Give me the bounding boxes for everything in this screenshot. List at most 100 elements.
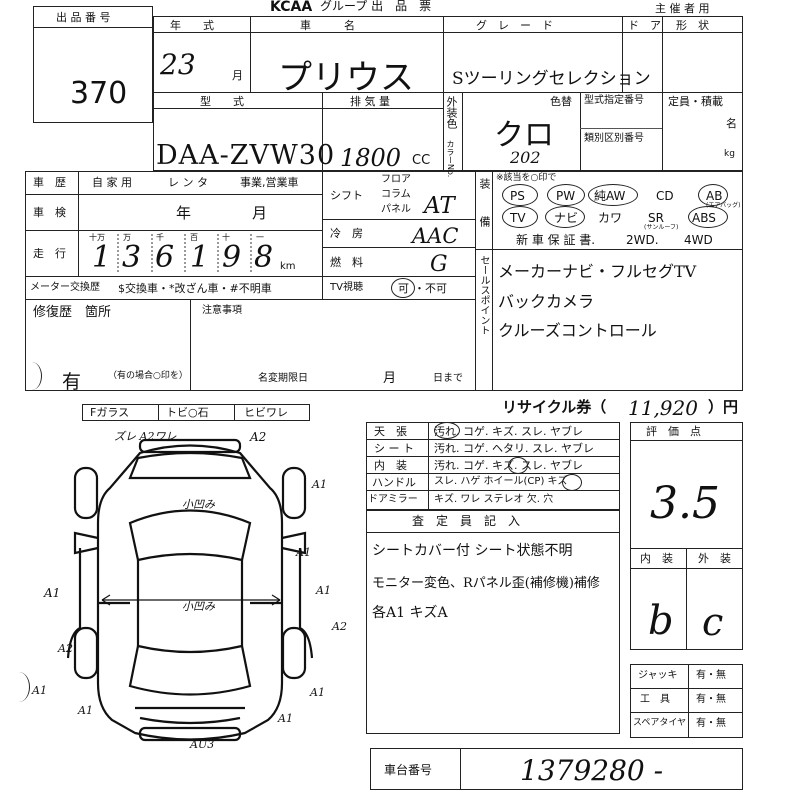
vehicle-info-grid bbox=[153, 16, 743, 171]
door-label: ド ア bbox=[628, 19, 661, 32]
score-label: 評 価 点 bbox=[646, 425, 701, 438]
car-body-outline bbox=[96, 444, 284, 741]
mileage-digit-2: 6 bbox=[155, 240, 175, 275]
shape-label: 形 状 bbox=[676, 19, 709, 32]
cond-label-3: ハンドル bbox=[372, 476, 416, 489]
rear-window bbox=[128, 644, 252, 696]
right-mirror bbox=[281, 531, 307, 555]
inspector-line-3: 各A1 キズA bbox=[372, 605, 448, 621]
tv-no: ・不可 bbox=[414, 282, 447, 295]
repair-label: 修復歴 箇所 bbox=[33, 305, 112, 320]
inspection-month: 月 bbox=[252, 204, 268, 222]
shift-column: コラム bbox=[381, 189, 411, 200]
tool-value-0: 有・無 bbox=[696, 670, 726, 681]
tool-label-0: ジャッキ bbox=[638, 670, 678, 681]
equipment-note: ※該当を○印で bbox=[496, 173, 557, 183]
year-value: 23 bbox=[160, 48, 196, 81]
mileage-unit-4: 十 bbox=[222, 233, 230, 242]
equip-4wd: 4WD bbox=[684, 233, 713, 247]
repair-value: 有 bbox=[62, 371, 82, 393]
fuel-value: G bbox=[430, 252, 448, 277]
inspector-line-1: シートカバー付 シート状態不明 bbox=[372, 543, 573, 559]
interior-label: 内 装 bbox=[640, 552, 673, 565]
tv-yes-circle bbox=[391, 278, 415, 298]
mileage-unit-2: 千 bbox=[156, 233, 164, 242]
model-value: DAA-ZVW30 bbox=[156, 140, 336, 171]
grade-value: Sツーリングセレクション bbox=[452, 69, 651, 89]
cond-label-1: シ ー ト bbox=[374, 442, 414, 455]
meter-swap-label: メーター交換歴 bbox=[30, 282, 100, 293]
displacement-value: 1800 bbox=[340, 144, 402, 172]
rear-bumper bbox=[138, 726, 242, 742]
cond-options-4: キズ. ワレ ステレオ 欠. 穴 bbox=[434, 494, 554, 505]
grade-label: グ レ ー ド bbox=[476, 19, 553, 32]
diagram-mark-1: A2 bbox=[250, 430, 267, 444]
cond-circle-3 bbox=[562, 474, 582, 491]
expiry-label: 名変期限日 bbox=[258, 373, 308, 384]
inspection-label: 車 検 bbox=[33, 206, 66, 219]
inspector-label: 査 定 員 記 入 bbox=[412, 514, 521, 528]
capacity-label: 定員・積載 bbox=[668, 95, 723, 108]
history-section bbox=[25, 171, 743, 391]
equip-ab-note: (エアバッグ) bbox=[706, 202, 741, 209]
category-label: 類別区別番号 bbox=[584, 133, 644, 144]
color-code-label: カラーNo. bbox=[446, 140, 455, 178]
meter-swap-options: $交換車・*改ざん車・#不明車 bbox=[118, 282, 272, 295]
inspection-year: 年 bbox=[176, 204, 192, 222]
diagram-mark-4: A1 bbox=[312, 478, 327, 491]
history-business: 事業,営業車 bbox=[240, 176, 299, 189]
car-name-label: 車 名 bbox=[300, 19, 355, 32]
mileage-digit-separators bbox=[117, 234, 252, 274]
chassis-value: 1379280 - bbox=[520, 754, 664, 787]
equip-pw-circle bbox=[547, 184, 585, 206]
exterior-label: 外 装 bbox=[698, 552, 731, 565]
displacement-label: 排 気 量 bbox=[350, 95, 390, 108]
lot-number-label: 出 品 番 号 bbox=[56, 11, 111, 24]
cond-label-2: 内 装 bbox=[374, 459, 407, 472]
year-label: 年 式 bbox=[170, 19, 214, 32]
equip-ab-circle bbox=[698, 184, 728, 206]
history-private: 自 家 用 bbox=[92, 176, 132, 189]
chassis-label: 車台番号 bbox=[384, 763, 433, 777]
diagram-mark-7: A1 bbox=[296, 546, 311, 559]
equip-tv-circle bbox=[502, 206, 538, 228]
cond-options-3: スレ. ハゲ ホイール(CP) キズ bbox=[434, 476, 568, 487]
front-bumper bbox=[138, 438, 242, 454]
equip-cd: CD bbox=[656, 189, 674, 203]
tool-value-1: 有・無 bbox=[696, 694, 726, 705]
fuel-label: 燃 料 bbox=[330, 256, 363, 269]
equip-aw-circle bbox=[588, 184, 638, 206]
shift-label: シフト bbox=[330, 189, 363, 202]
equipment-label: 装 備 bbox=[478, 178, 491, 235]
capacity-unit-kg: kg bbox=[724, 149, 735, 159]
color-code-value: 202 bbox=[510, 148, 541, 167]
equip-kawa: カワ bbox=[598, 211, 623, 225]
capacity-unit-people: 名 bbox=[726, 117, 737, 130]
diagram-mark-2: 小凹み bbox=[182, 498, 215, 511]
diagram-mark-11: A1 bbox=[78, 704, 93, 717]
score-value: 3.5 bbox=[650, 478, 720, 529]
inspector-box bbox=[366, 510, 620, 734]
recycle-suffix: ）円 bbox=[708, 398, 739, 416]
sales-point-3: クルーズコントロール bbox=[498, 321, 657, 340]
interior-grade: b bbox=[648, 598, 674, 644]
ac-value: AAC bbox=[412, 224, 459, 248]
history-label: 車 歴 bbox=[33, 176, 66, 189]
equip-sr: SR bbox=[648, 211, 664, 225]
chassis-box bbox=[370, 748, 743, 790]
shift-value: AT bbox=[424, 193, 455, 219]
expiry-month: 月 bbox=[383, 371, 397, 386]
repair-note: （有の場合○印を） bbox=[108, 371, 188, 381]
diagram-mark-9: A2 bbox=[58, 642, 73, 655]
recycle-value: 11,920 bbox=[628, 396, 698, 420]
glass-item-2: ヒビワレ bbox=[244, 406, 288, 419]
equip-2wd: 2WD. bbox=[626, 233, 659, 247]
repair-circle bbox=[22, 362, 42, 390]
equip-sr-note: (サンルーフ) bbox=[644, 224, 679, 231]
left-mirror bbox=[73, 531, 99, 555]
diagram-mark-6: A1 bbox=[316, 584, 331, 597]
tool-label-1: 工 具 bbox=[640, 694, 670, 705]
ac-label: 冷 房 bbox=[330, 227, 363, 240]
windshield bbox=[128, 509, 252, 562]
month-suffix: 月 bbox=[232, 69, 243, 82]
